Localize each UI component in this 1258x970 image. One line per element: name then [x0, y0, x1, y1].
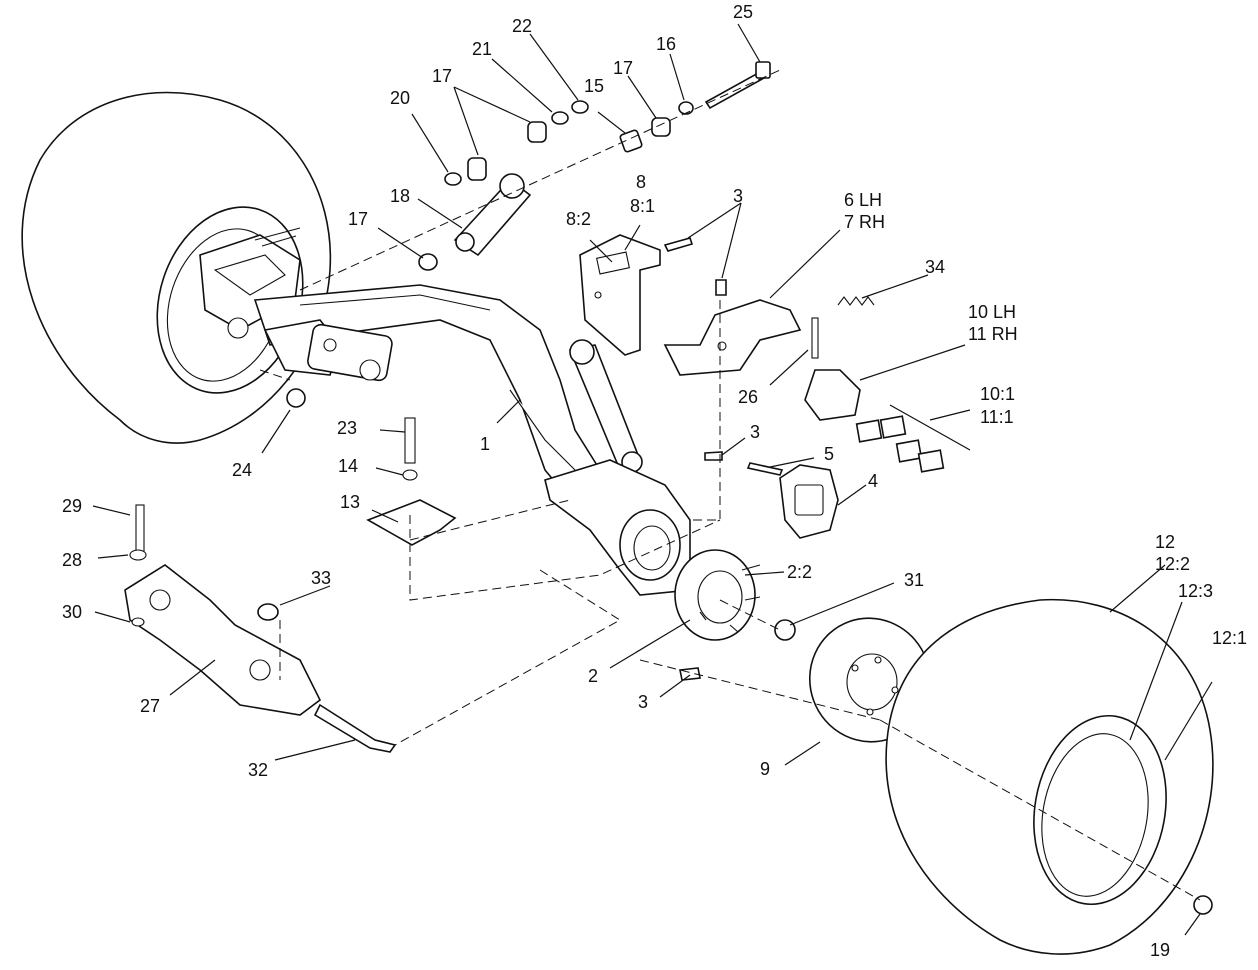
callout-22: 22: [512, 16, 532, 36]
callout-16: 16: [656, 34, 676, 54]
left-tire: [21, 91, 332, 444]
callout-20: 20: [390, 88, 410, 108]
callout-25: 25: [733, 2, 753, 22]
callout-13: 13: [340, 492, 360, 512]
callout-18: 18: [390, 186, 410, 206]
callout-12-3: 12:3: [1178, 581, 1213, 601]
callout-29: 29: [62, 496, 82, 516]
callout-30: 30: [62, 602, 82, 622]
caliper-lever: [804, 317, 861, 421]
driveshaft: [124, 504, 397, 753]
assembly-lines: [259, 300, 1201, 901]
callout-labels: 1 2 2:2 3 3 3 4 5 6 LH 7 RH 8 8:1 8:2 9 …: [62, 2, 1247, 960]
callout-21: 21: [472, 39, 492, 59]
callout-2: 2: [588, 666, 598, 686]
callout-12: 12: [1155, 532, 1175, 552]
callout-24: 24: [232, 460, 252, 480]
callout-8: 8: [636, 172, 646, 192]
callout-3: 3: [733, 186, 743, 206]
callout-3: 3: [638, 692, 648, 712]
callout-8-2: 8:2: [566, 209, 591, 229]
brake-bracket: [663, 299, 802, 376]
callout-7: 7 RH: [844, 212, 885, 232]
spring: [837, 296, 875, 306]
callout-19: 19: [1150, 940, 1170, 960]
callout-15: 15: [584, 76, 604, 96]
brake-caliper: [779, 464, 839, 539]
callout-14: 14: [338, 456, 358, 476]
callout-9: 9: [760, 759, 770, 779]
callout-17: 17: [432, 66, 452, 86]
callout-32: 32: [248, 760, 268, 780]
callout-26: 26: [738, 387, 758, 407]
callout-12-1: 12:1: [1212, 628, 1247, 648]
lug-nut: [774, 619, 796, 641]
callout-33: 33: [311, 568, 331, 588]
callout-1: 1: [480, 434, 490, 454]
right-tire: [885, 598, 1214, 955]
bleed-screw: [746, 462, 784, 476]
callout-6: 6 LH: [844, 190, 882, 210]
callout-28: 28: [62, 550, 82, 570]
callout-10: 10 LH: [968, 302, 1016, 322]
mounting-bracket: [579, 234, 661, 356]
wheel-nuts: [286, 388, 1213, 915]
callout-17: 17: [613, 58, 633, 78]
shock-absorber: [568, 339, 643, 473]
callout-3: 3: [750, 422, 760, 442]
callout-8-1: 8:1: [630, 196, 655, 216]
callout-leaders: [92, 23, 1213, 936]
callout-11-1: 11:1: [980, 407, 1014, 427]
lower-bracket: [366, 417, 457, 546]
callout-31: 31: [904, 570, 924, 590]
callout-10-1: 10:1: [980, 384, 1015, 404]
callout-23: 23: [337, 418, 357, 438]
right-knuckle: [544, 459, 691, 596]
callout-11: 11 RH: [968, 324, 1018, 344]
callout-4: 4: [868, 471, 878, 491]
brake-pads: [855, 415, 945, 473]
upper-linkage: [299, 61, 781, 291]
left-drive-joint: [263, 319, 393, 382]
callout-12-2: 12:2: [1155, 554, 1190, 574]
callout-27: 27: [140, 696, 160, 716]
callout-2-2: 2:2: [787, 562, 812, 582]
callout-34: 34: [925, 257, 945, 277]
wheel-hub: [674, 549, 761, 641]
callout-5: 5: [824, 444, 834, 464]
callout-17: 17: [348, 209, 368, 229]
